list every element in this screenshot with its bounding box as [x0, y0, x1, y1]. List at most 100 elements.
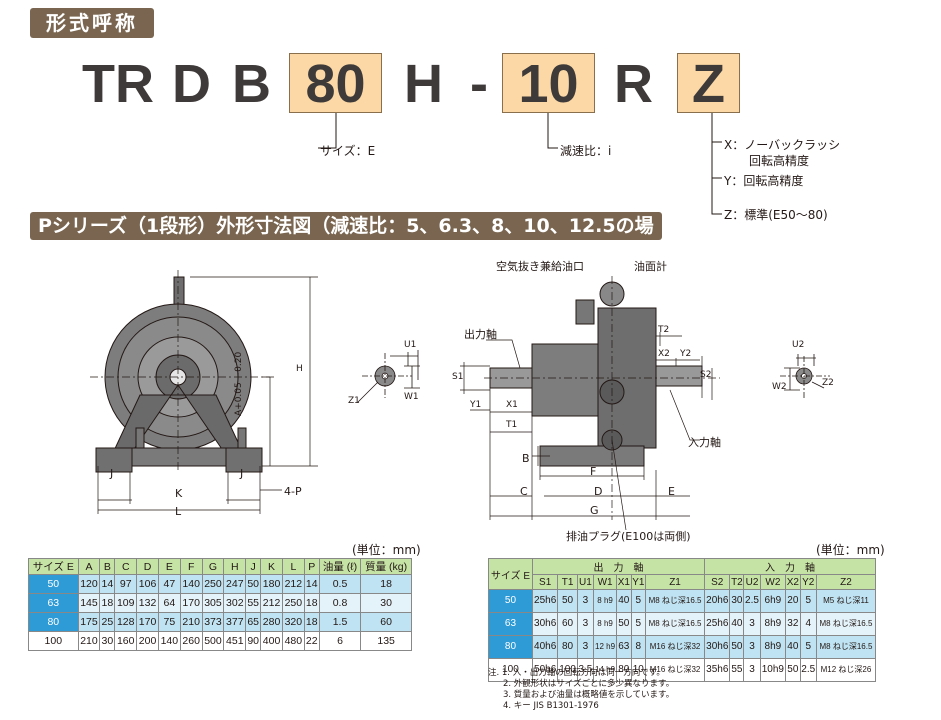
table-cell: M16 ねじ深32 — [645, 635, 706, 659]
table-cell: 40 — [785, 635, 801, 659]
table-cell: 170 — [179, 593, 203, 613]
table-cell: 65 — [245, 612, 262, 632]
note-item: 2. 外観形状はサイズごとに多少異なります。 — [503, 679, 675, 689]
table-cell: 32 — [785, 612, 801, 636]
col-header: 油量 (ℓ) — [318, 558, 362, 575]
table-cell: 8 h9 — [593, 612, 618, 636]
col-header: K — [260, 558, 283, 575]
col-header: S2 — [704, 574, 731, 590]
table-cell: 18 — [360, 574, 412, 594]
table-cell: 63 — [28, 593, 79, 613]
dim-t1: T1 — [506, 420, 518, 430]
table-cell: 50 — [616, 612, 632, 636]
table-cell: 80 — [488, 635, 533, 659]
dim-p: 4-P — [284, 485, 302, 498]
table-cell: 175 — [77, 612, 101, 632]
table-cell: 30 — [729, 589, 745, 613]
table-cell: M8 ねじ深16.5 — [815, 635, 877, 659]
table-cell: 12 h9 — [593, 635, 618, 659]
col-header: F — [179, 558, 203, 575]
table-cell: 10 — [630, 658, 647, 682]
table-cell: 106 — [136, 574, 159, 594]
table-cell: 14 h9 — [593, 658, 618, 682]
table-cell: 0.5 — [318, 574, 362, 594]
table-cell: 20h6 — [704, 589, 731, 613]
table-cell: 451 — [223, 631, 247, 651]
table-cell: 50 — [729, 635, 745, 659]
code-tr: TR — [82, 54, 154, 114]
dim-g: G — [590, 504, 599, 517]
dim-s2: S2 — [700, 370, 712, 380]
table-cell: 60 — [360, 612, 412, 632]
table-cell: 3 — [576, 589, 595, 613]
dim-w1: W1 — [404, 392, 419, 402]
label-ratio: 減速比：i — [560, 144, 612, 158]
table-cell: 97 — [114, 574, 138, 594]
table-cell: 30 — [99, 631, 116, 651]
table-cell: 210 — [77, 631, 101, 651]
table-cell: 18 — [99, 593, 116, 613]
table-cell: 377 — [223, 612, 247, 632]
label-oil-gauge: 油面計 — [634, 260, 667, 273]
table-cell: 128 — [114, 612, 138, 632]
section-title-dimensions: Pシリーズ（1段形）外形寸法図（減速比：5、6.3、8、10、12.5の場合） — [30, 212, 662, 265]
table-cell: 10h9 — [759, 658, 787, 682]
table-cell: 480 — [281, 631, 305, 651]
table-cell: 50h6 — [531, 658, 559, 682]
table-cell: 3 — [743, 658, 761, 682]
label-z: Z：標準(E50～80) — [724, 208, 828, 222]
note-item: 注. 1. 入・出力軸の回転方向は同一方向です。 — [488, 668, 665, 678]
table-cell: 200 — [136, 631, 159, 651]
table-cell: 30h6 — [531, 612, 559, 636]
dim-z1: Z1 — [348, 396, 360, 406]
dim-j-right: J — [240, 467, 244, 480]
table-cell: 0.8 — [318, 593, 362, 613]
code-size-box: 80 — [289, 53, 382, 114]
table-cell: 80 — [28, 612, 79, 632]
table-cell: 100 — [488, 658, 533, 682]
dimension-table: サイズ E A B C D E F G H J K L P 油量 (ℓ) 質量 … — [28, 558, 412, 651]
code-dash: - — [470, 54, 488, 114]
table-cell: 280 — [260, 612, 283, 632]
col-header: H — [223, 558, 247, 575]
table-cell: 373 — [201, 612, 225, 632]
section-title-model-code: 形式呼称 — [30, 8, 154, 38]
col-header: W1 — [593, 574, 618, 590]
table-cell: 5 — [630, 612, 647, 636]
table-cell: 18 — [303, 612, 320, 632]
dim-f: F — [590, 465, 597, 478]
col-header: U2 — [743, 574, 761, 590]
dim-t2: T2 — [658, 325, 670, 335]
dim-z2: Z2 — [822, 378, 834, 388]
table-cell: 14 — [303, 574, 320, 594]
table-cell: 90 — [245, 631, 262, 651]
table-cell: 3 — [576, 635, 595, 659]
col-header-size: サイズ E — [488, 558, 533, 590]
table-cell: 22 — [303, 631, 320, 651]
table-cell: 63 — [616, 635, 632, 659]
table-cell: M8 ねじ深16.5 — [645, 612, 706, 636]
label-air-vent: 空気抜き兼給油口 — [496, 260, 584, 273]
table-cell: 210 — [179, 612, 203, 632]
table-cell: 50 — [245, 574, 262, 594]
table-cell: 247 — [223, 574, 247, 594]
code-h: H — [404, 54, 443, 114]
col-header: X2 — [785, 574, 801, 590]
dim-c: C — [520, 485, 528, 498]
table-cell: 50 — [28, 574, 79, 594]
table-cell: 30 — [360, 593, 412, 613]
dim-x2: X2 — [658, 349, 670, 359]
dim-u2: U2 — [792, 340, 805, 350]
dim-e: E — [668, 485, 675, 498]
table-cell: 60 — [557, 612, 578, 636]
table-cell: 3.5 — [576, 658, 595, 682]
dim-s1: S1 — [452, 372, 464, 382]
col-header: P — [303, 558, 320, 575]
label-y: Y：回転高精度 — [724, 174, 804, 188]
table-cell: 25 — [99, 612, 116, 632]
table-cell: 5 — [630, 589, 647, 613]
col-header: L — [281, 558, 305, 575]
